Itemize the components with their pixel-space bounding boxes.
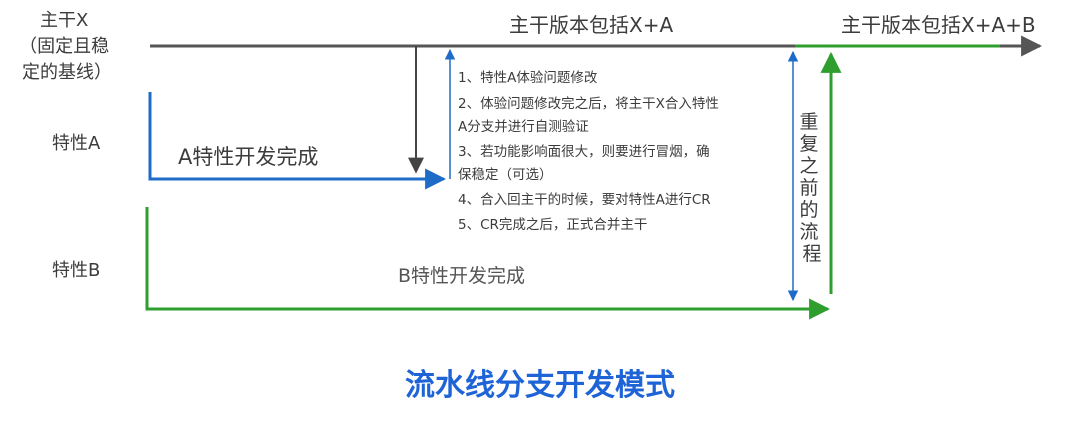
trunk-label-line: 主干X	[40, 10, 88, 31]
step-line: 2、体验问题修改完之后，将主干X合入特性	[458, 96, 719, 112]
feature-a-label: 特性A	[52, 133, 101, 154]
repeat-char: 程	[802, 243, 821, 265]
repeat-process-label: 重 复 之 前 的 流 程	[799, 111, 824, 265]
feature-b-branch-line	[145, 207, 831, 320]
repeat-char: 复	[799, 133, 818, 155]
feature-b-done-label: B特性开发完成	[398, 265, 525, 287]
step-line: 保稳定（可选）	[458, 167, 553, 183]
trunk-version-xab-label: 主干版本包括X+A+B	[841, 13, 1036, 37]
step-line: 5、CR完成之后，正式合并主干	[458, 217, 647, 233]
repeat-char: 之	[799, 155, 818, 177]
feature-a-done-label: A特性开发完成	[178, 145, 318, 169]
trunk-version-xa-label: 主干版本包括X+A	[509, 13, 673, 37]
feature-b-label: 特性B	[52, 260, 100, 281]
diagram-title: 流水线分支开发模式	[405, 368, 675, 403]
step-line: 1、特性A体验问题修改	[458, 70, 598, 86]
trunk-label-line: （固定且稳	[19, 36, 109, 57]
steps-list: 1、特性A体验问题修改 2、体验问题修改完之后，将主干X合入特性 A分支并进行自…	[458, 70, 723, 233]
repeat-char: 流	[799, 221, 818, 243]
trunk-label-line: 定的基线）	[22, 62, 112, 83]
repeat-char: 重	[799, 111, 818, 133]
repeat-char: 前	[799, 177, 818, 199]
feature-a-branch-line	[148, 92, 447, 190]
step-line: 3、若功能影响面很大，则要进行冒烟，确	[458, 144, 710, 160]
step-line: A分支并进行自测验证	[458, 119, 589, 135]
repeat-char: 的	[799, 199, 818, 221]
trunk-label: 主干X （固定且稳 定的基线）	[19, 10, 115, 83]
step-line: 4、合入回主干的时候，要对特性A进行CR	[458, 192, 711, 208]
